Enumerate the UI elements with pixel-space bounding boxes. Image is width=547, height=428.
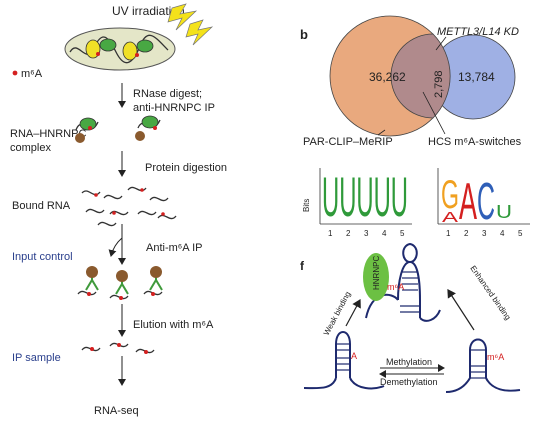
panel-b: b 36,262 13,784 2,798 METTL3/L14 KD PAR-… — [300, 15, 522, 148]
step-protein-digestion: Protein digestion — [145, 162, 227, 174]
m6a-label-top: m⁶A — [387, 282, 404, 292]
motif-left-tick-5: 5 — [400, 229, 405, 238]
venn-top-leader — [435, 36, 447, 51]
m6a-label-right: m⁶A — [487, 352, 504, 362]
motif-right-tick-1: 1 — [446, 229, 451, 238]
bound-rna-illustration — [81, 186, 177, 227]
motif-right-tick-3: 3 — [482, 229, 487, 238]
motif-right-letter-1b: A — [442, 209, 458, 226]
lightning-icon — [167, 3, 214, 46]
uv-label: UV irradiation — [112, 4, 185, 18]
venn-hcs-label: HCS m⁶A-switches — [428, 136, 522, 148]
step-elution: Elution with m⁶A — [133, 319, 214, 331]
workflow-panel: UV irradiation m⁶A RNase digest; — [10, 3, 227, 417]
venn-parclip-label: PAR-CLIP–MeRIP — [303, 136, 393, 148]
hairpin-left — [303, 331, 385, 390]
stage-ip-sample: IP sample — [12, 352, 61, 364]
motif-left-tick-1: 1 — [328, 229, 333, 238]
panel-b-letter: b — [300, 27, 308, 42]
motif-right-letter-4: U — [496, 202, 512, 222]
eluted-rna-illustration — [81, 342, 155, 354]
stage-rna-hnrnpc: RNA–HNRNPC — [10, 128, 86, 140]
venn-parclip-only: 36,262 — [369, 70, 406, 84]
weak-binding-label: Weak binding — [322, 290, 353, 337]
cell-ellipse — [64, 27, 176, 71]
venn-overlap-count: 2,798 — [433, 70, 445, 98]
bound-rna-m6a-dots — [94, 188, 165, 216]
methylation-label: Methylation — [386, 357, 432, 367]
arrow-input-branch — [108, 237, 123, 257]
venn-hcs-only: 13,784 — [458, 70, 495, 84]
antibody-illustration — [77, 266, 163, 300]
a-label: A — [351, 351, 357, 361]
complex-illustration — [75, 115, 161, 143]
venn-top-label: METTL3/L14 KD — [437, 26, 519, 38]
motif-right-letter-3: C — [477, 173, 495, 231]
motif-left-tick-2: 2 — [346, 229, 351, 238]
motif-left-tick-4: 4 — [382, 229, 387, 238]
demethylation-label: Demethylation — [380, 377, 438, 387]
motif-right-tick-4: 4 — [500, 229, 505, 238]
venn-overlap — [390, 33, 451, 119]
enhanced-binding-arrow — [447, 288, 475, 331]
motif-logos: Bits UUUUU 1 2 3 4 5 G A A C U 1 2 3 4 5 — [302, 165, 530, 238]
stage-input-control: Input control — [12, 251, 73, 263]
motif-y-label: Bits — [302, 199, 311, 212]
stage-bound-rna: Bound RNA — [12, 200, 71, 212]
panel-f-letter: f — [300, 259, 305, 273]
motif-left-letters: UUUUU — [322, 165, 408, 228]
venn-hcs-leader — [422, 91, 446, 135]
stage-rna-seq: RNA-seq — [94, 405, 139, 417]
motif-left-tick-3: 3 — [364, 229, 369, 238]
stage-complex: complex — [10, 142, 51, 154]
hairpin-right — [445, 338, 521, 393]
step-ip: anti-HNRNPC IP — [133, 102, 215, 114]
venn-parclip-leader — [377, 129, 386, 136]
motif-right-letter-2: A — [459, 173, 477, 231]
step-anti-m6a: Anti-m⁶A IP — [146, 242, 203, 254]
step-rnase: RNase digest; — [133, 88, 202, 100]
motif-right-tick-5: 5 — [518, 229, 523, 238]
motif-right-logo: G A A C U 1 2 3 4 5 — [437, 168, 530, 238]
enhanced-binding-label: Enhanced binding — [468, 264, 512, 322]
motif-right-tick-2: 2 — [464, 229, 469, 238]
motif-right-letter-1: G — [441, 173, 459, 217]
motif-left-logo: UUUUU 1 2 3 4 5 — [319, 165, 412, 238]
m6a-legend-label: m⁶A — [21, 68, 43, 80]
hnrnpc-blob — [363, 253, 389, 301]
weak-binding-arrow — [345, 298, 361, 327]
m6a-legend-dot — [12, 70, 18, 76]
hnrnpc-label: HNRNPC — [372, 256, 381, 290]
panel-f: f HNRNPC m⁶A A — [300, 242, 521, 393]
